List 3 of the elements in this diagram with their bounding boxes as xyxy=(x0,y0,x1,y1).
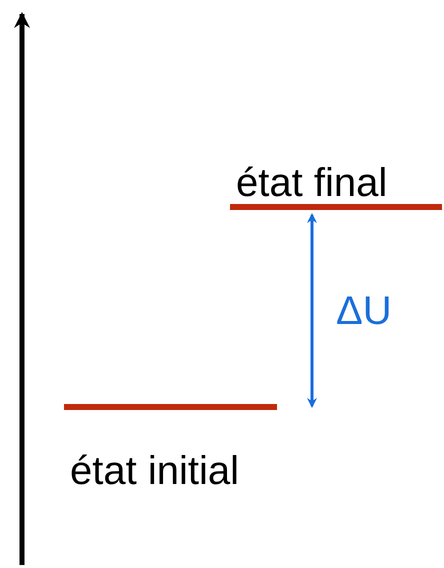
level-label: état final xyxy=(236,160,388,206)
energy-difference-label: ΔU xyxy=(336,288,392,334)
level-label: état initial xyxy=(70,448,239,494)
